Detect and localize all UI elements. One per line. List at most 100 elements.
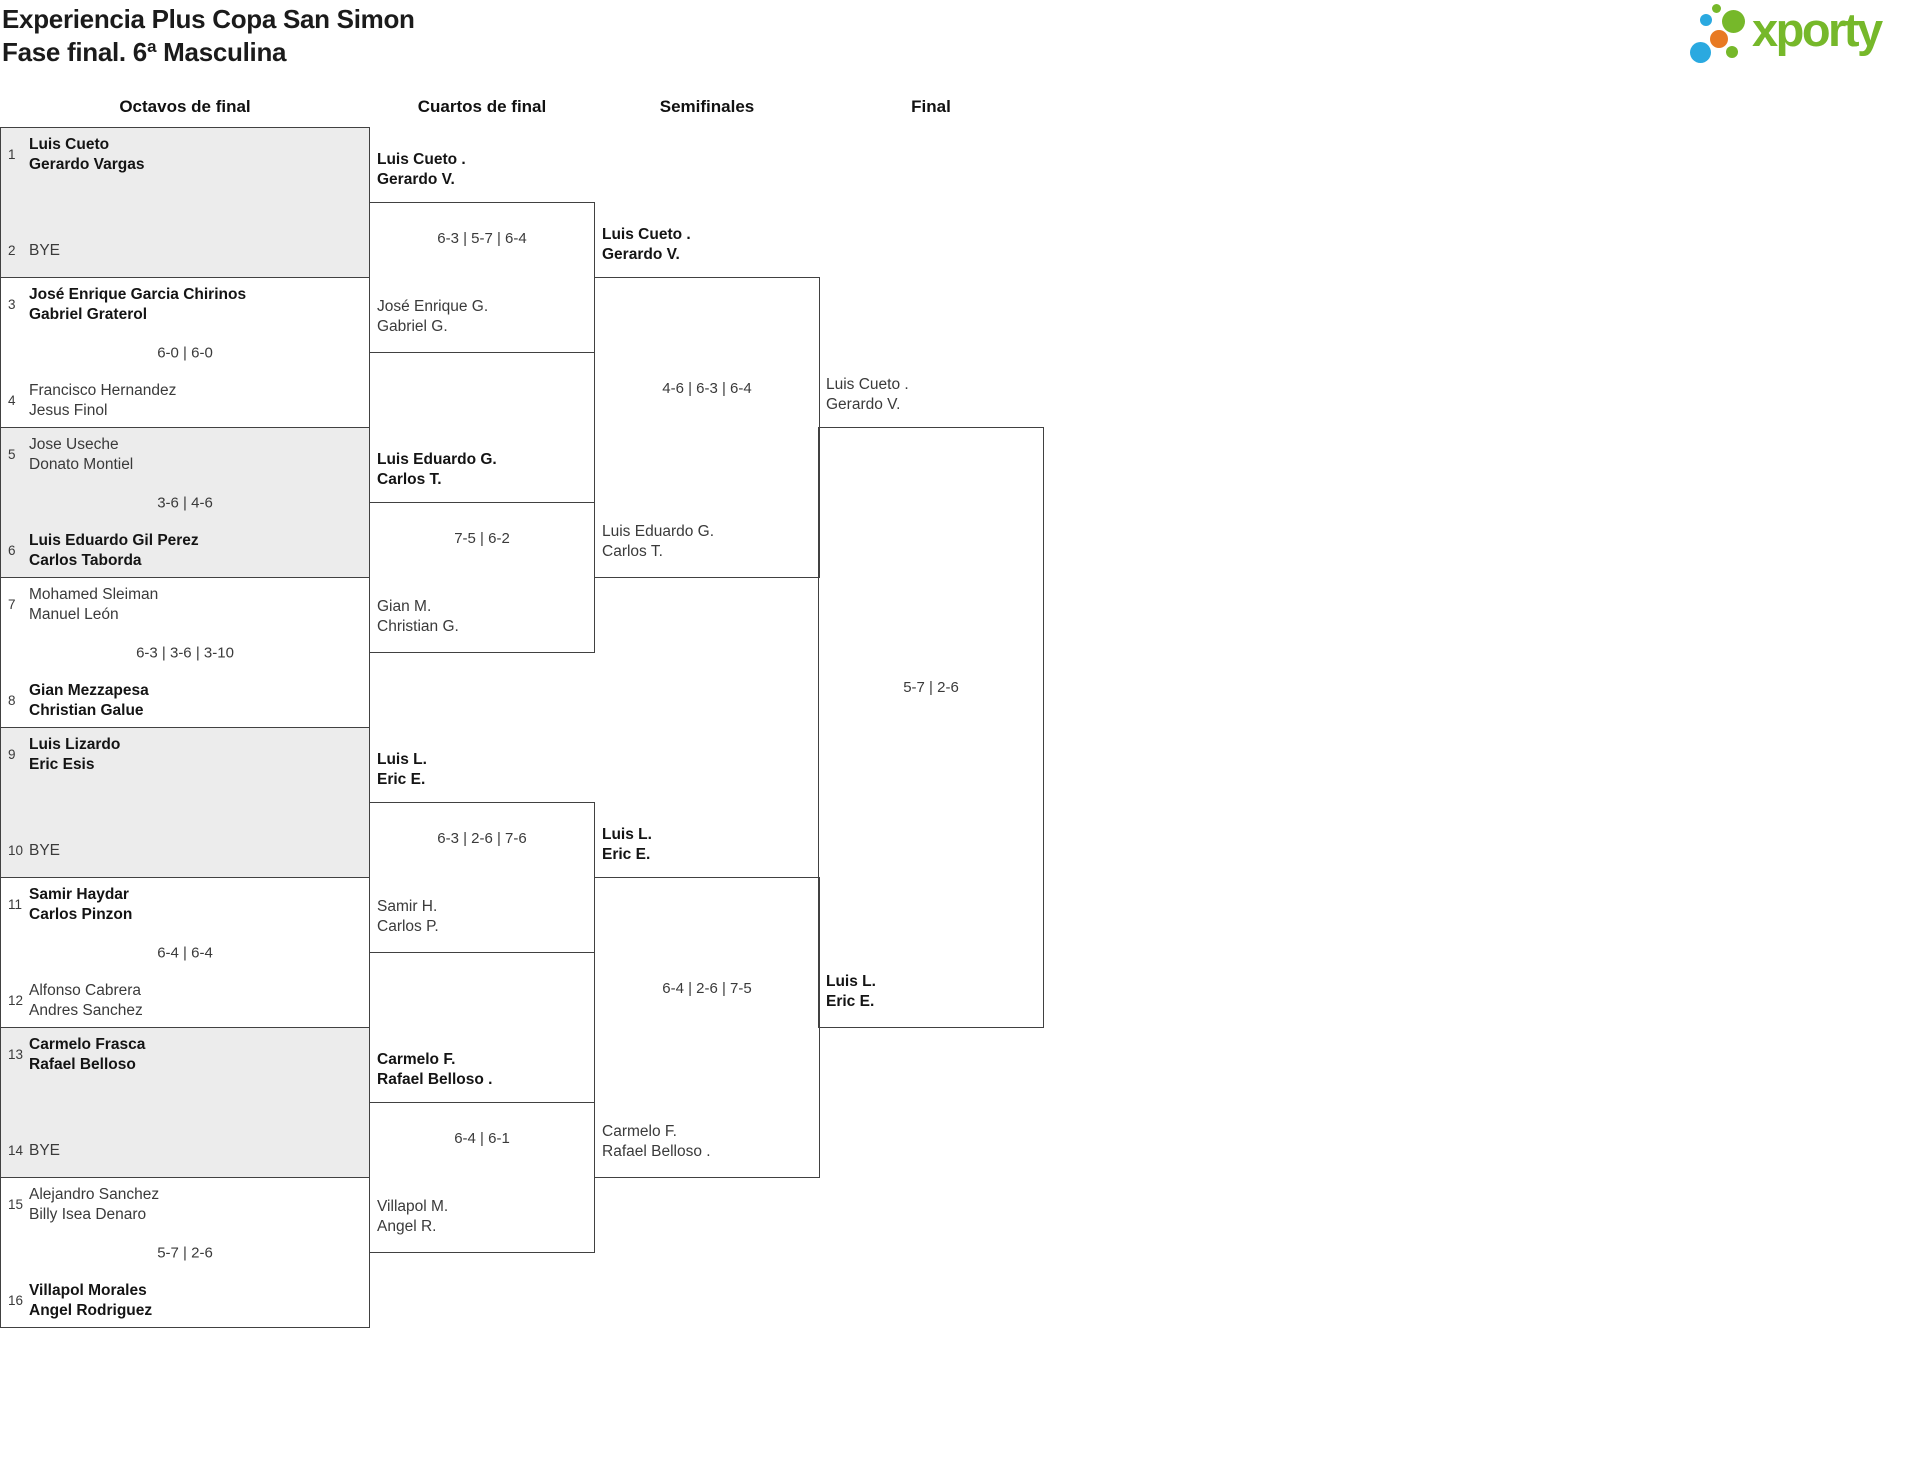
r16-entry-top: 5 Jose Useche Donato Montiel: [8, 435, 133, 474]
match-score: 6-4 | 6-4: [157, 944, 213, 961]
r16-entry-bottom: 16 Villapol Morales Angel Rodriguez: [8, 1281, 152, 1320]
round-header-cuartos: Cuartos de final: [417, 97, 547, 116]
seed-number: 15: [8, 1197, 24, 1212]
pair-label-top: Luis Eduardo G. Carlos T.: [377, 451, 497, 488]
pair-names: Francisco Hernandez Jesus Finol: [29, 382, 177, 419]
seed-number: 7: [8, 597, 16, 612]
r16-match-6: 11 Samir Haydar Carlos Pinzon 6-4 | 6-4 …: [0, 877, 370, 1028]
round-header-final: Final: [911, 97, 951, 116]
r16-entry-top: 7 Mohamed Sleiman Manuel León: [8, 585, 158, 624]
r16-entry-bottom: 14 BYE: [8, 1141, 60, 1161]
seed-number: 3: [8, 297, 16, 312]
pair-label-top: Carmelo F. Rafael Belloso .: [377, 1051, 493, 1088]
sf-match-1: Luis Cueto . Gerardo V. 4-6 | 6-3 | 6-4 …: [594, 226, 820, 578]
r16-entry-bottom: 8 Gian Mezzapesa Christian Galue: [8, 681, 149, 720]
seed-number: 5: [8, 447, 16, 462]
seed-number: 4: [8, 393, 16, 408]
seed-number: 2: [8, 242, 16, 258]
match-score: 6-3 | 3-6 | 3-10: [136, 644, 234, 661]
pair-names: Carmelo Frasca Rafael Belloso: [29, 1036, 146, 1073]
logo-dot-orange: [1710, 30, 1728, 48]
pair-label-bottom: Luis L. Eric E.: [826, 973, 876, 1010]
tournament-title-block: Experiencia Plus Copa San Simon Fase fin…: [2, 3, 415, 69]
pair-label-bottom: Samir H. Carlos P.: [377, 898, 439, 935]
qf-match-2: Luis Eduardo G. Carlos T. 7-5 | 6-2 Gian…: [369, 451, 595, 653]
seed-number: 8: [8, 693, 16, 708]
pair-label-top: Luis L. Eric E.: [377, 751, 427, 788]
r16-match-2: 3 José Enrique Garcia Chirinos Gabriel G…: [0, 277, 370, 428]
seed-number: 13: [8, 1047, 24, 1062]
pair-names: BYE: [29, 241, 61, 259]
pair-label-top: Luis L. Eric E.: [602, 826, 652, 863]
pair-names: Luis Eduardo Gil Perez Carlos Taborda: [29, 532, 199, 569]
match-score: 4-6 | 6-3 | 6-4: [662, 380, 752, 397]
match-score: 5-7 | 2-6: [903, 679, 959, 696]
pair-label-bottom: Gian M. Christian G.: [377, 598, 459, 635]
r16-match-3: 5 Jose Useche Donato Montiel 3-6 | 4-6 6…: [0, 427, 370, 578]
match-score: 6-3 | 5-7 | 6-4: [437, 230, 527, 247]
r16-match-5: 9 Luis Lizardo Eric Esis 10 BYE: [0, 727, 370, 878]
pair-names: Mohamed Sleiman Manuel León: [29, 586, 159, 623]
r16-match-4: 7 Mohamed Sleiman Manuel León 6-3 | 3-6 …: [0, 577, 370, 728]
pair-names: Luis Lizardo Eric Esis: [29, 736, 121, 773]
match-score: 6-4 | 2-6 | 7-5: [662, 980, 752, 997]
seed-number: 11: [8, 897, 23, 912]
pair-names: Samir Haydar Carlos Pinzon: [29, 886, 133, 923]
pair-names: Alfonso Cabrera Andres Sanchez: [29, 982, 143, 1019]
sf-match-2: Luis L. Eric E. 6-4 | 2-6 | 7-5 Carmelo …: [594, 826, 820, 1178]
r16-entry-bottom: 4 Francisco Hernandez Jesus Finol: [8, 381, 176, 420]
pair-label-top: Luis Cueto . Gerardo V.: [826, 376, 909, 413]
qf-match-1: Luis Cueto . Gerardo V. 6-3 | 5-7 | 6-4 …: [369, 151, 595, 353]
pair-names: BYE: [29, 1141, 61, 1159]
pair-names: BYE: [29, 841, 61, 859]
r16-entry-bottom: 6 Luis Eduardo Gil Perez Carlos Taborda: [8, 531, 199, 570]
seed-number: 14: [8, 1142, 24, 1158]
tournament-subtitle: Fase final. 6ª Masculina: [2, 37, 287, 67]
match-score: 7-5 | 6-2: [454, 530, 510, 547]
r16-entry-top: 3 José Enrique Garcia Chirinos Gabriel G…: [8, 285, 246, 324]
seed-number: 12: [8, 993, 24, 1008]
final-match: Luis Cueto . Gerardo V. 5-7 | 2-6 Luis L…: [818, 376, 1044, 1028]
r16-match-7: 13 Carmelo Frasca Rafael Belloso 14 BYE: [0, 1027, 370, 1178]
r16-entry-bottom: 10 BYE: [8, 841, 60, 861]
pair-label-top: Luis Cueto . Gerardo V.: [377, 151, 466, 188]
seed-number: 10: [8, 842, 24, 858]
xporty-logo[interactable]: xporty: [1690, 0, 1920, 78]
pair-label-bottom: Luis Eduardo G. Carlos T.: [602, 523, 715, 560]
r16-entry-top: 15 Alejandro Sanchez Billy Isea Denaro: [8, 1185, 159, 1224]
pair-names: Luis Cueto Gerardo Vargas: [29, 136, 145, 173]
seed-number: 6: [8, 543, 16, 558]
match-score: 5-7 | 2-6: [157, 1244, 213, 1261]
pair-names: Alejandro Sanchez Billy Isea Denaro: [29, 1186, 160, 1223]
pair-names: Jose Useche Donato Montiel: [29, 436, 134, 473]
seed-number: 16: [8, 1293, 24, 1308]
pair-label-bottom: Villapol M. Angel R.: [377, 1198, 449, 1235]
r16-entry-top: 13 Carmelo Frasca Rafael Belloso: [8, 1035, 145, 1074]
logo-dot-green-large: [1722, 10, 1745, 33]
r16-entry-top: 9 Luis Lizardo Eric Esis: [8, 735, 120, 774]
pair-label-bottom: José Enrique G. Gabriel G.: [377, 298, 489, 335]
pair-names: Gian Mezzapesa Christian Galue: [29, 682, 149, 719]
r16-match-8: 15 Alejandro Sanchez Billy Isea Denaro 5…: [0, 1177, 370, 1328]
round-header-octavos: Octavos de final: [119, 97, 251, 116]
match-score: 6-3 | 2-6 | 7-6: [437, 830, 527, 847]
logo-dot-blue-small: [1700, 14, 1712, 26]
pair-names: Villapol Morales Angel Rodriguez: [29, 1282, 153, 1319]
seed-number: 1: [8, 147, 16, 162]
tournament-title: Experiencia Plus Copa San Simon: [2, 4, 415, 34]
match-score: 6-4 | 6-1: [454, 1130, 510, 1147]
r16-entry-bottom: 12 Alfonso Cabrera Andres Sanchez: [8, 981, 143, 1020]
r16-entry-top: 11 Samir Haydar Carlos Pinzon: [8, 885, 132, 924]
logo-dot-green-small-bottom: [1726, 46, 1738, 58]
r16-entry-top: 1 Luis Cueto Gerardo Vargas: [8, 135, 144, 174]
r16-match-1: 1 Luis Cueto Gerardo Vargas 2 BYE: [0, 127, 370, 278]
r16-entry-bottom: 2 BYE: [8, 241, 60, 261]
qf-match-4: Carmelo F. Rafael Belloso . 6-4 | 6-1 Vi…: [369, 1051, 595, 1253]
xporty-wordmark: xporty: [1752, 3, 1883, 56]
match-score: 6-0 | 6-0: [157, 344, 213, 361]
pair-label-bottom: Carmelo F. Rafael Belloso .: [602, 1123, 711, 1160]
match-score: 3-6 | 4-6: [157, 494, 213, 511]
seed-number: 9: [8, 747, 16, 762]
qf-match-3: Luis L. Eric E. 6-3 | 2-6 | 7-6 Samir H.…: [369, 751, 595, 953]
round-header-semifinales: Semifinales: [659, 97, 755, 116]
